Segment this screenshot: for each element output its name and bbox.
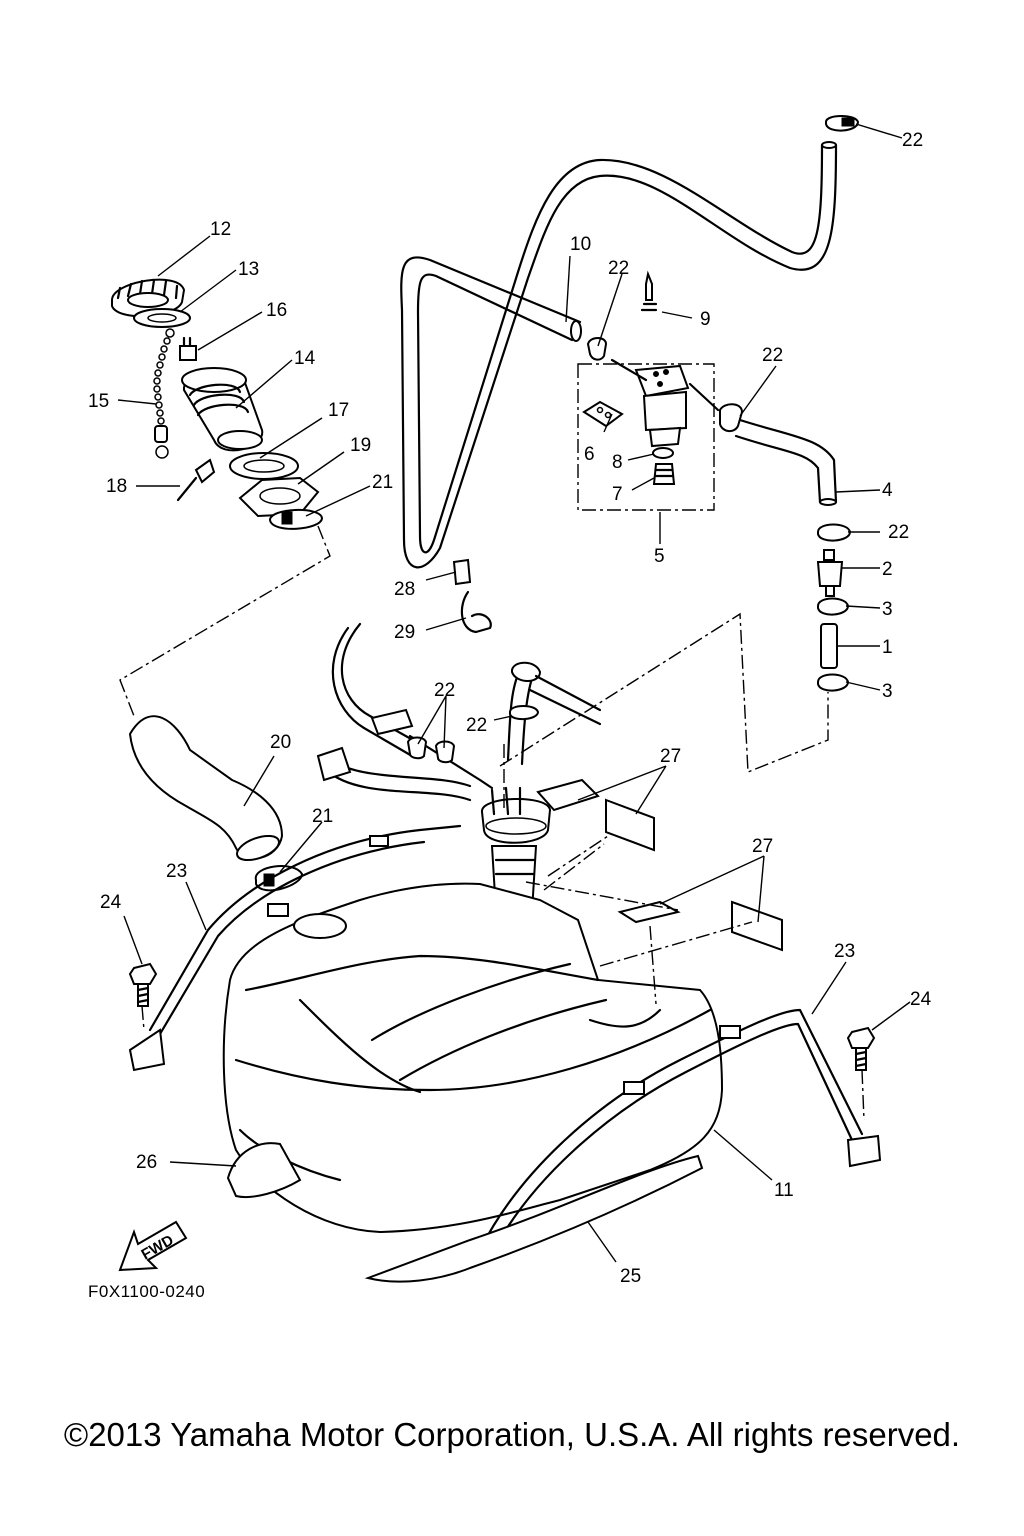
- callout-4: 4: [882, 480, 893, 501]
- pads: [536, 778, 783, 952]
- cap-gasket: [133, 308, 191, 328]
- callout-24: 24: [910, 989, 932, 1010]
- band: [460, 590, 492, 634]
- pad: [536, 778, 600, 812]
- callout-23: 23: [834, 941, 855, 962]
- short-hose: [820, 623, 838, 669]
- hose-clamp: [586, 337, 608, 361]
- neck-gasket: [229, 452, 299, 480]
- fwd-arrow-icon: FWD: [118, 1220, 188, 1272]
- callout-18: 18: [106, 476, 127, 497]
- mounting-pad: [226, 1142, 302, 1198]
- neck-nut: [238, 476, 320, 518]
- hose-clamp: [719, 403, 744, 432]
- fuel-filter-assembly: [577, 270, 720, 511]
- callout-23: 23: [166, 861, 187, 882]
- assembly-guides: [119, 525, 865, 1121]
- callout-28: 28: [394, 579, 415, 600]
- callout-27: 27: [752, 836, 773, 857]
- hose-fitting: [645, 270, 653, 301]
- callout-1: 1: [882, 637, 893, 658]
- callout-6: 6: [584, 444, 595, 465]
- filler-cap-assembly: [111, 278, 324, 530]
- mounting-pad: [364, 1154, 704, 1283]
- filter-bracket: [582, 400, 624, 428]
- callout-10: 10: [570, 234, 591, 255]
- callout-labels: 1 2 3 3 4 5 6 7 8 9 10 11 12 13 14 15 16…: [88, 130, 932, 1287]
- callout-7: 7: [612, 484, 623, 505]
- hose-clamp: [817, 673, 850, 692]
- callout-13: 13: [238, 259, 259, 280]
- breather-hose: [400, 141, 838, 569]
- callout-22: 22: [434, 680, 455, 701]
- tank-band: [478, 1008, 882, 1256]
- callout-3: 3: [882, 599, 893, 620]
- callout-22: 22: [762, 345, 783, 366]
- callout-5: 5: [654, 546, 665, 567]
- callout-25: 25: [620, 1266, 641, 1287]
- callout-26: 26: [136, 1152, 157, 1173]
- callout-12: 12: [210, 219, 231, 240]
- callout-16: 16: [266, 300, 287, 321]
- callout-8: 8: [612, 452, 623, 473]
- harness-holder: [452, 558, 472, 586]
- callout-22: 22: [608, 258, 629, 279]
- filler-cap: [111, 278, 186, 318]
- hose-clamp: [817, 597, 850, 616]
- bolt: [128, 962, 158, 1007]
- tank-band: [128, 824, 462, 1072]
- vent-valve: [176, 458, 216, 502]
- callout-3: 3: [882, 681, 893, 702]
- hose-clamp: [825, 115, 860, 132]
- callout-22: 22: [888, 522, 909, 543]
- o-ring: [652, 447, 674, 459]
- copyright-notice: ©2013 Yamaha Motor Corporation, U.S.A. A…: [63, 1416, 961, 1453]
- bolt: [846, 1026, 876, 1071]
- fuel-hose: [719, 403, 838, 506]
- diagram-code: F0X1100-0240: [88, 1282, 206, 1301]
- callout-27: 27: [660, 746, 681, 767]
- pad: [605, 798, 655, 852]
- callout-24: 24: [100, 892, 122, 913]
- check-valve: [816, 549, 844, 597]
- callout-20: 20: [270, 732, 291, 753]
- screw: [179, 336, 197, 361]
- hose-clamp: [817, 523, 852, 542]
- filler-hose: [128, 715, 284, 862]
- connector: [316, 746, 352, 782]
- callout-21: 21: [312, 806, 333, 827]
- filler-neck: [181, 367, 264, 452]
- callout-9: 9: [700, 309, 711, 330]
- callout-22: 22: [466, 715, 487, 736]
- callout-14: 14: [294, 348, 316, 369]
- callout-2: 2: [882, 559, 893, 580]
- harness-and-hoses: [316, 558, 602, 802]
- filter-fitting: [652, 463, 676, 485]
- pad: [731, 900, 783, 952]
- callout-21: 21: [372, 472, 393, 493]
- pad: [617, 900, 681, 924]
- callout-17: 17: [328, 400, 349, 421]
- callout-29: 29: [394, 622, 415, 643]
- leader-lines: [117, 123, 911, 1263]
- callout-11: 11: [774, 1180, 794, 1201]
- callout-19: 19: [350, 435, 371, 456]
- cap-chain: [153, 328, 175, 459]
- callout-15: 15: [88, 391, 109, 412]
- callout-22: 22: [902, 130, 923, 151]
